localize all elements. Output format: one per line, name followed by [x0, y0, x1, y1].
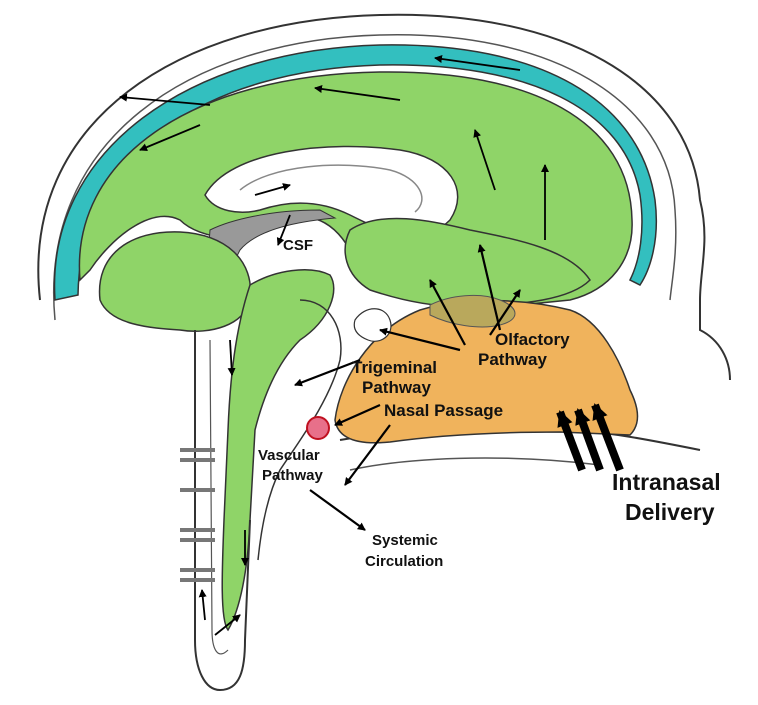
label-systemic-2: Circulation [365, 553, 443, 570]
label-vascular-1: Vascular [258, 447, 320, 464]
label-intranasal-2: Delivery [625, 499, 715, 525]
label-trigeminal-1: Trigeminal [352, 358, 437, 377]
label-olfactory-2: Pathway [478, 350, 548, 369]
cerebellum [100, 232, 251, 331]
pituitary-structure [354, 309, 391, 342]
label-systemic-1: Systemic [372, 532, 438, 549]
vertebrae [180, 450, 215, 580]
label-nasal-passage: Nasal Passage [384, 401, 503, 420]
label-vascular-2: Pathway [262, 467, 324, 484]
label-trigeminal-2: Pathway [362, 378, 432, 397]
label-intranasal-1: Intranasal [612, 469, 721, 495]
vascular-dot [307, 417, 329, 439]
label-olfactory-1: Olfactory [495, 330, 570, 349]
label-csf: CSF [283, 237, 313, 254]
palate-outline-2 [350, 458, 600, 470]
